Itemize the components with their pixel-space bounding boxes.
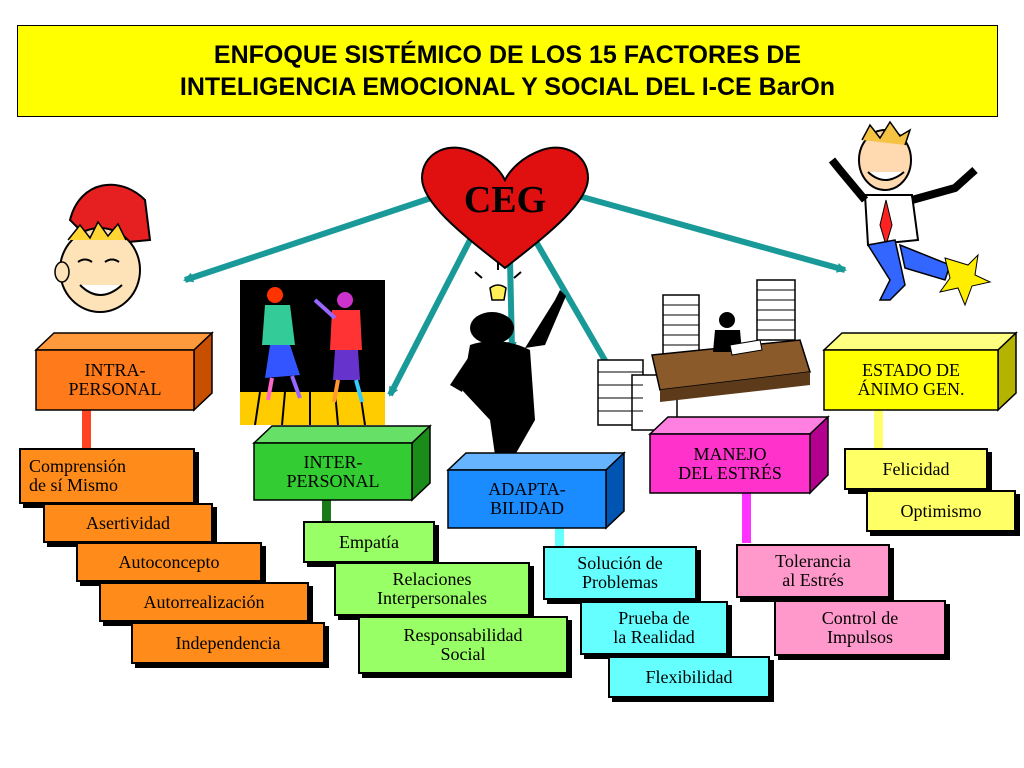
factor-solucion: Solución de Problemas: [543, 546, 697, 600]
category-label: INTER- PERSONAL: [286, 451, 380, 491]
factor-felicidad: Felicidad: [844, 448, 988, 490]
factor-relaciones: Relaciones Interpersonales: [334, 562, 530, 616]
factor-autoconcepto: Autoconcepto: [76, 542, 262, 582]
factor-optimismo: Optimismo: [866, 490, 1016, 532]
category-headers: [34, 331, 1018, 530]
factor-independencia: Independencia: [131, 622, 325, 664]
factor-flexibilidad: Flexibilidad: [608, 656, 770, 698]
factor-asertividad: Asertividad: [43, 503, 213, 543]
factor-empatia: Empatía: [303, 521, 435, 563]
arrow-intrapersonal: [183, 192, 441, 283]
factor-tolerancia: Tolerancia al Estrés: [736, 544, 890, 598]
category-label: ESTADO DE ÁNIMO GEN.: [857, 360, 965, 399]
boy-face-icon: [54, 183, 152, 313]
arrows: [183, 192, 847, 402]
category-label: MANEJO DEL ESTRÉS: [678, 443, 782, 483]
factor-responsabilidad: Responsabilidad Social: [358, 616, 568, 674]
happy-man-icon: [828, 120, 992, 307]
center-label: CEG: [463, 179, 547, 221]
diagram-title: ENFOQUE SISTÉMICO DE LOS 15 FACTORES DE …: [17, 25, 998, 117]
category-label: INTRA- PERSONAL: [68, 360, 162, 399]
factor-comprension: Comprensión de sí Mismo: [19, 448, 195, 504]
factor-control-impulsos: Control de Impulsos: [774, 600, 946, 656]
title-text: ENFOQUE SISTÉMICO DE LOS 15 FACTORES DE …: [179, 41, 836, 101]
office-desk-icon: [597, 279, 811, 431]
category-label: ADAPTA- BILIDAD: [488, 479, 566, 518]
arrow-estado: [574, 192, 847, 273]
heart-icon: [420, 146, 590, 270]
factor-autorrealizacion: Autorrealización: [99, 582, 309, 622]
factor-prueba-realidad: Prueba de la Realidad: [580, 601, 728, 655]
dancers-icon: [240, 280, 385, 426]
arrow-interpersonal: [387, 238, 473, 397]
